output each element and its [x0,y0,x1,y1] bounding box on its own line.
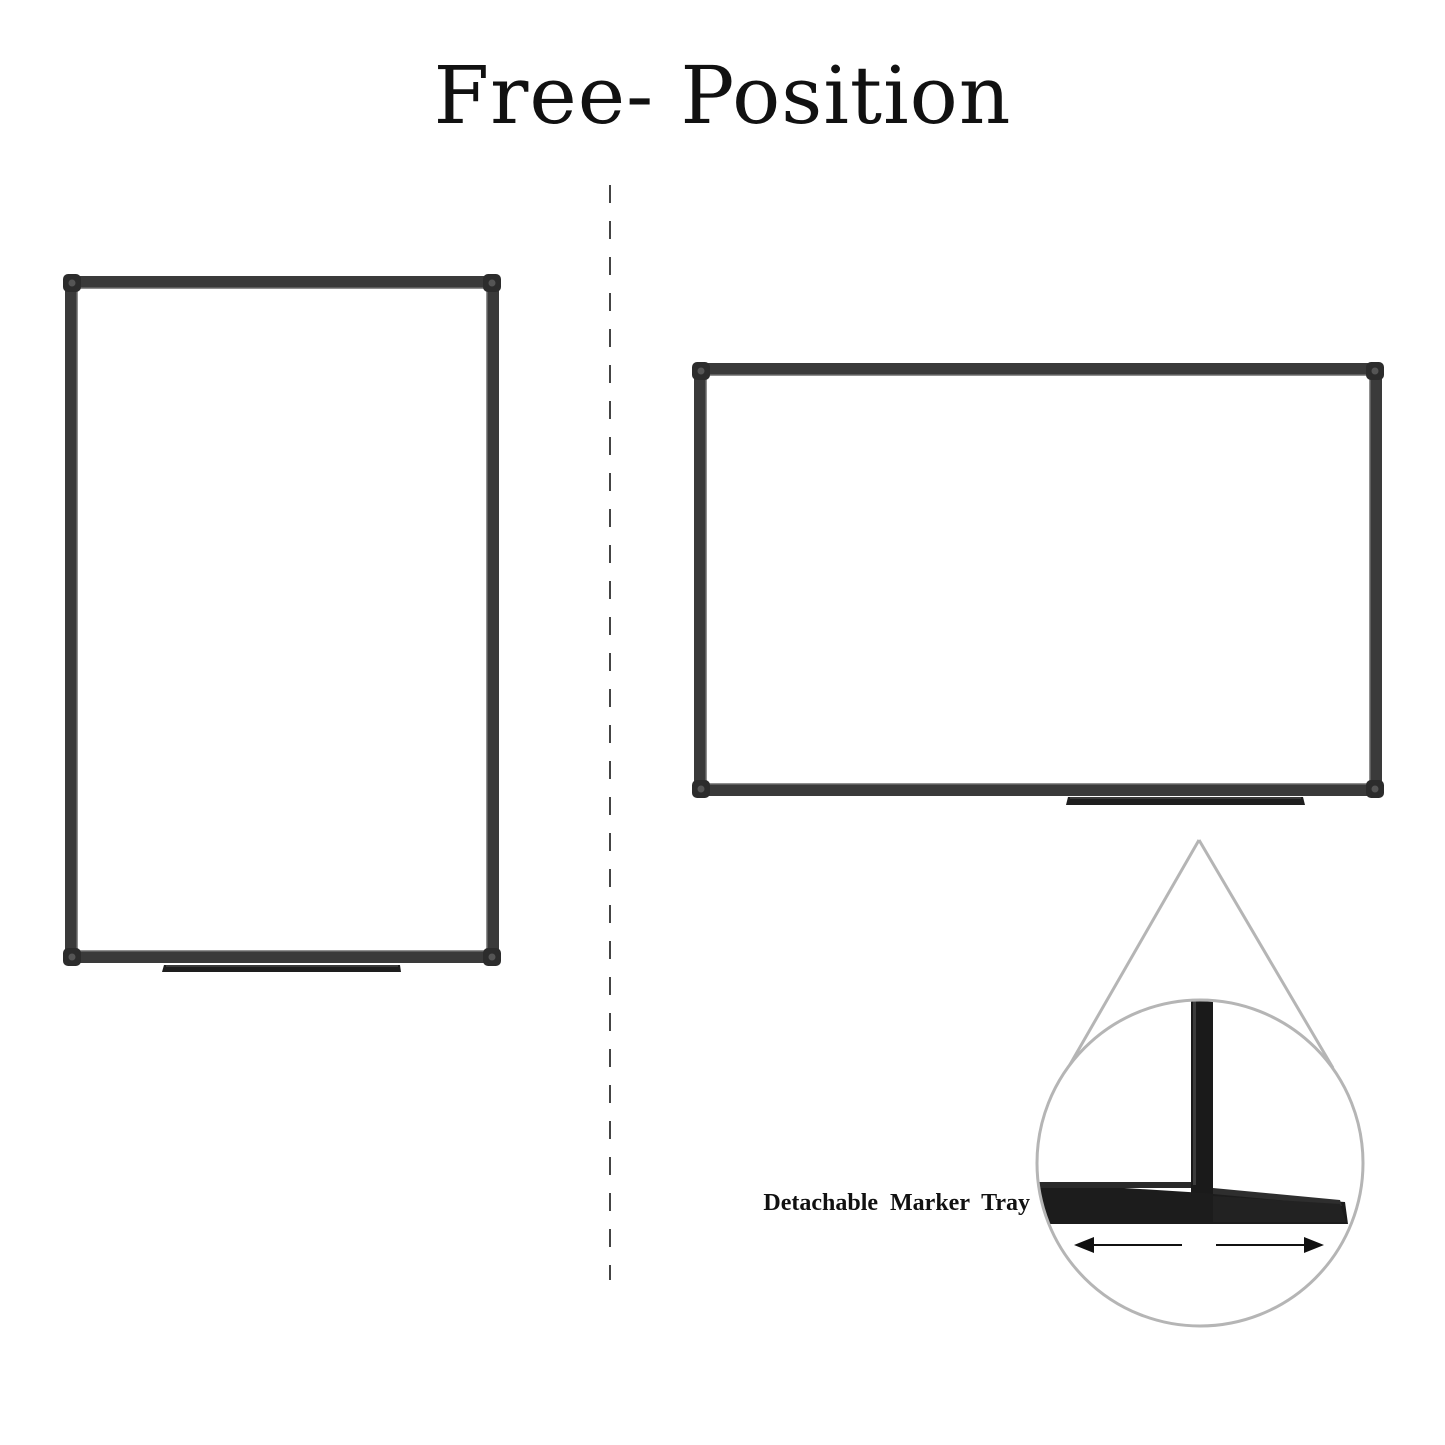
landscape-frame-right [1370,367,1382,793]
callout-zoom-detail [1037,1000,1348,1253]
landscape-marker-tray [1066,797,1305,805]
portrait-frame-left [65,280,77,960]
landscape-frame-left [694,367,706,793]
landscape-frame-bottom [700,784,1376,796]
portrait-corner-top-right [483,274,501,292]
callout-pointer-left [1066,839,1201,1069]
portrait-whiteboard [63,274,501,972]
arrow-left-icon [1074,1237,1182,1253]
landscape-corner-top-left [692,362,710,380]
portrait-board-surface [77,288,487,951]
page-title: Free- Position [433,49,1012,142]
callout-pointer-right [1197,839,1335,1069]
portrait-frame-right [487,280,499,960]
landscape-corner-bottom-right [1366,780,1384,798]
portrait-corner-bottom-left [63,948,81,966]
landscape-frame-top [700,363,1376,375]
marker-tray-label: Detachable Marker Tray [763,1190,1030,1216]
marker-tray-callout [1035,839,1365,1328]
landscape-board-surface [706,375,1370,784]
callout-circle-outline [1035,998,1365,1328]
landscape-corner-bottom-left [692,780,710,798]
portrait-frame-top [72,276,492,288]
portrait-frame-bottom [72,951,492,963]
portrait-corner-bottom-right [483,948,501,966]
portrait-corner-top-left [63,274,81,292]
landscape-corner-top-right [1366,362,1384,380]
arrow-right-icon [1216,1237,1324,1253]
portrait-marker-tray [162,965,401,972]
landscape-whiteboard [692,362,1384,805]
